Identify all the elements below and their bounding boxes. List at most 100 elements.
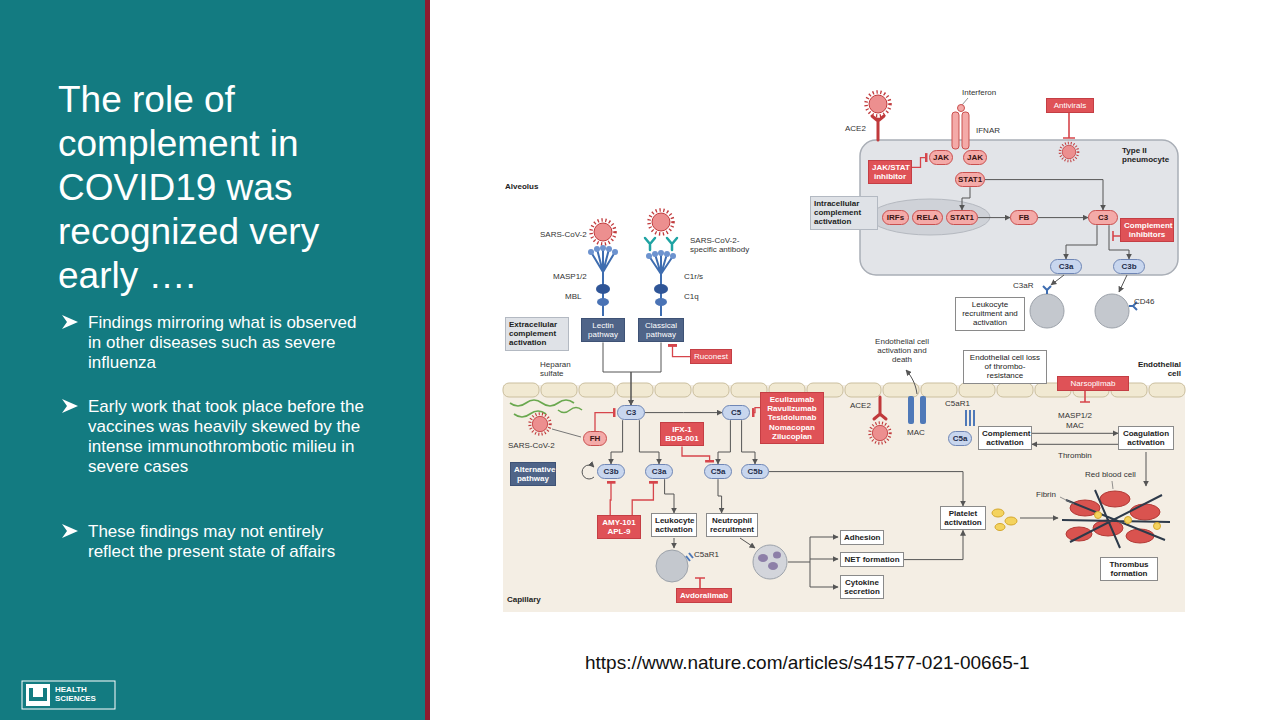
node-text: C3b bbox=[1116, 262, 1142, 271]
complement-pill: C3b bbox=[1113, 259, 1145, 274]
receptor-label: C5aR1 bbox=[694, 550, 719, 559]
node-text: Classical pathway bbox=[642, 321, 680, 339]
leukocyte bbox=[1030, 294, 1064, 328]
node-text: C5b bbox=[744, 467, 766, 476]
process-box: Adhesion bbox=[840, 530, 884, 545]
bullet-text: These findings may not entirely reflect … bbox=[88, 522, 373, 562]
logo-text: HEALTH SCIENCES bbox=[55, 685, 103, 703]
node-text: JAK bbox=[932, 153, 950, 162]
node-text: C5a bbox=[707, 467, 729, 476]
molecule-label: C1r/s bbox=[684, 272, 703, 281]
node-text: Leukocyte recruitment and activation bbox=[959, 300, 1021, 328]
c3ar-receptor bbox=[1043, 286, 1051, 294]
mbl-head bbox=[594, 246, 600, 252]
nucleus-lobe bbox=[768, 562, 778, 570]
node-text: C3a bbox=[1053, 262, 1079, 271]
node-text: FB bbox=[1013, 213, 1035, 222]
ace2-receptor bbox=[874, 397, 886, 419]
molecule-pill: RELA bbox=[912, 210, 943, 225]
branch-line bbox=[788, 537, 810, 587]
inhibitor-box: Antivirals bbox=[1046, 98, 1094, 113]
receptor-label: ACE2 bbox=[850, 401, 871, 410]
process-box: Platelet activation bbox=[940, 506, 986, 530]
arrow bbox=[674, 538, 675, 548]
node-text: Avdoralimab bbox=[680, 591, 728, 600]
ifnar-receptor bbox=[952, 112, 959, 149]
connector bbox=[639, 420, 659, 464]
endothelial-cell bbox=[693, 383, 729, 397]
c1q-molecule bbox=[649, 253, 673, 316]
endothelial-cell bbox=[617, 383, 653, 397]
inhibition-line bbox=[695, 578, 705, 588]
virus-spikes bbox=[1060, 143, 1078, 161]
connector bbox=[718, 479, 722, 513]
inhibition-line bbox=[1113, 231, 1120, 241]
node-text: Intracellular complement activation bbox=[814, 199, 874, 227]
bullet-marker bbox=[62, 315, 78, 329]
inhibitor-box: Eculizumab Ravulizumab Tesidolumab Nomac… bbox=[760, 392, 824, 444]
arrow bbox=[810, 587, 838, 588]
mbl-head bbox=[612, 249, 618, 255]
node-text: Alternative pathway bbox=[514, 465, 552, 483]
node-text: JAK/STAT inhibitor bbox=[872, 163, 908, 181]
source-url: https://www.nature.com/articles/s41577-0… bbox=[585, 652, 1030, 674]
node-text: Type II pneumocyte bbox=[1122, 146, 1174, 164]
complement-pill: C5b bbox=[741, 464, 769, 479]
connector bbox=[904, 530, 963, 559]
virus bbox=[530, 414, 550, 434]
inhibitor-box: Complement inhibitors bbox=[1120, 218, 1174, 242]
complement-pill: C5a bbox=[704, 464, 732, 479]
ifnar-receptor bbox=[962, 112, 969, 149]
endothelial-cell bbox=[921, 383, 957, 397]
mbl-head bbox=[600, 245, 606, 251]
platelets bbox=[992, 509, 1017, 531]
endothelial-cell bbox=[541, 383, 577, 397]
node-text: Complement inhibitors bbox=[1124, 221, 1170, 239]
arrow bbox=[1051, 275, 1064, 285]
molecule-pill: STAT1 bbox=[955, 172, 985, 187]
fibrin bbox=[1062, 490, 1170, 548]
node-text: C3 bbox=[1091, 213, 1115, 222]
inhibitor-box: Avdoralimab bbox=[676, 588, 732, 603]
divider-bar bbox=[425, 0, 430, 720]
node-text: Antivirals bbox=[1050, 101, 1090, 110]
node-text: STAT1 bbox=[958, 175, 982, 184]
virus-spikes bbox=[866, 92, 890, 116]
node-text: C5a bbox=[951, 434, 969, 443]
arrow bbox=[906, 370, 917, 394]
mac-pore bbox=[920, 396, 926, 424]
c5ar1-receptor bbox=[966, 410, 974, 426]
endothelial-cell bbox=[1149, 383, 1185, 397]
process-box: Endothelial cell loss of thrombo-resista… bbox=[963, 350, 1047, 384]
node-text: Neutrophil recruitment bbox=[710, 516, 754, 534]
virus-label: SARS-CoV-2 bbox=[540, 230, 587, 239]
c1q-head bbox=[670, 253, 676, 259]
slide-title: The role of complement in COVID19 was re… bbox=[58, 78, 368, 298]
edge-label: MASP1/2 MAC bbox=[1055, 411, 1095, 429]
inhibition-connector bbox=[595, 413, 614, 431]
bullet-marker bbox=[62, 315, 78, 538]
node-text: Narsoplimab bbox=[1061, 379, 1125, 388]
arrow bbox=[810, 559, 838, 560]
node-text: Thrombus formation bbox=[1104, 560, 1154, 578]
connector bbox=[603, 342, 631, 405]
c1q-heads bbox=[646, 250, 676, 259]
connector bbox=[1032, 433, 1118, 434]
leukocyte bbox=[656, 550, 688, 582]
receptor-label: C5aR1 bbox=[945, 399, 970, 408]
c1rs-molecule bbox=[654, 284, 668, 294]
node-text: Complement activation bbox=[982, 429, 1028, 447]
arrow bbox=[740, 538, 755, 548]
molecule-pill: JAK bbox=[929, 150, 953, 165]
receptor-label: C3aR bbox=[1013, 281, 1033, 290]
connector bbox=[1032, 444, 1118, 445]
virus-spikes bbox=[591, 220, 615, 244]
node-text: C3a bbox=[648, 467, 670, 476]
c1q-head bbox=[652, 251, 658, 257]
inhibition-line bbox=[1063, 111, 1075, 138]
logo bbox=[22, 681, 115, 709]
platelet bbox=[992, 509, 1004, 517]
leader-line bbox=[962, 98, 968, 105]
inhibition-connector bbox=[632, 482, 653, 515]
cell-body bbox=[860, 140, 1178, 275]
